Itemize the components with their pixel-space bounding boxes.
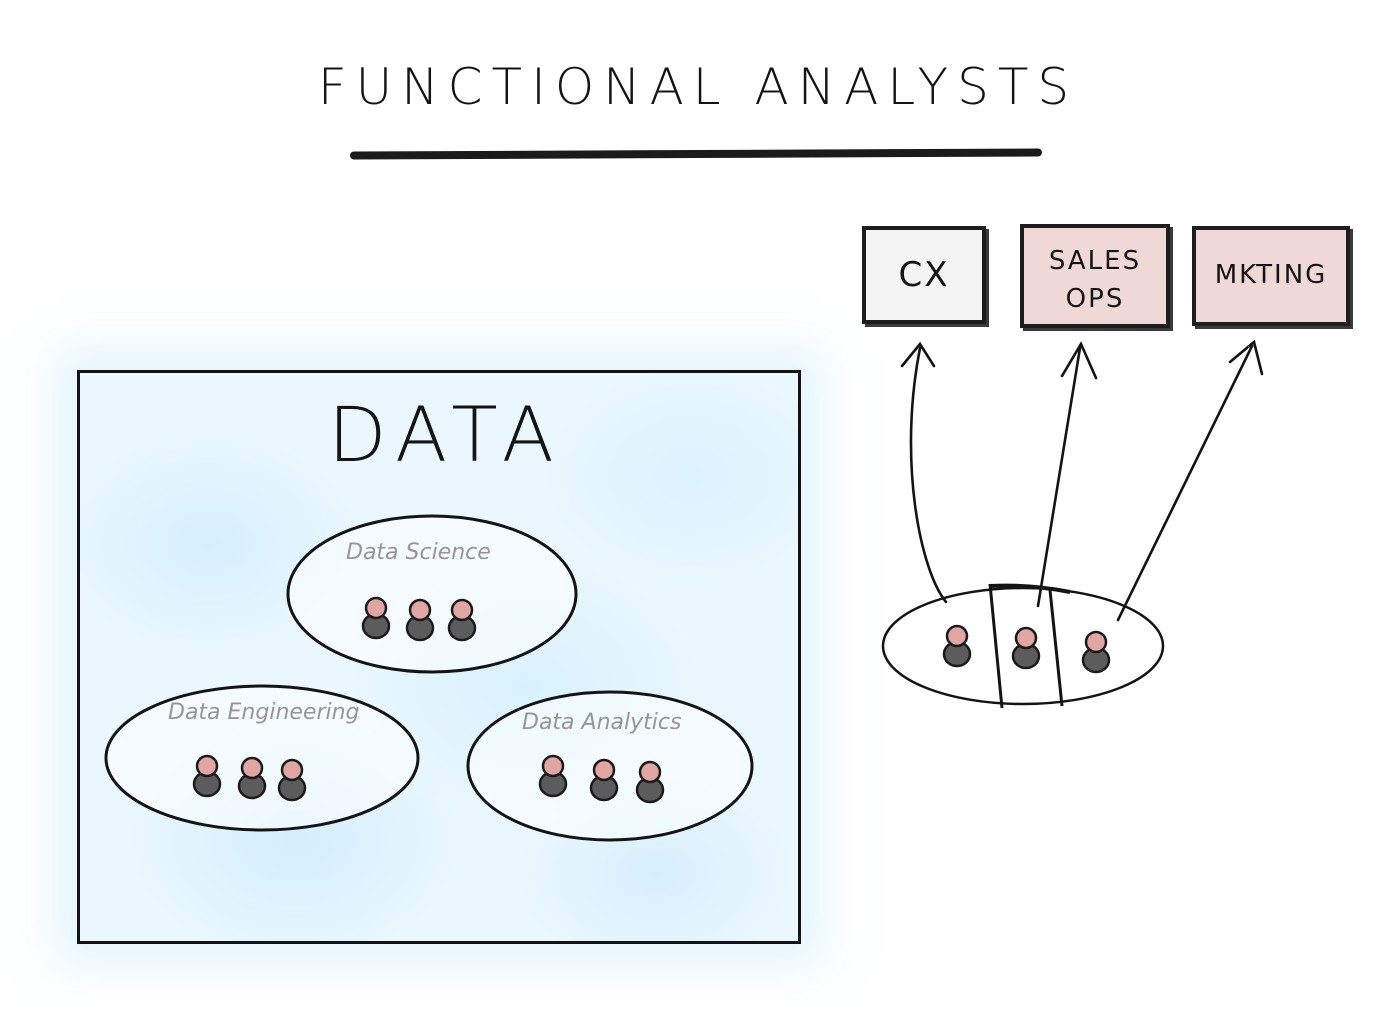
function-label-ops: OPS	[1065, 284, 1125, 314]
team-label-data-analytics: Data Analytics	[522, 710, 682, 735]
title-underline	[349, 148, 1043, 160]
function-label-cx: CX	[898, 255, 950, 295]
analyst-divider	[988, 583, 1004, 709]
arrow-to-sales-ops	[1036, 341, 1098, 608]
arrow-to-mkting	[1116, 339, 1264, 622]
person-icon	[1081, 630, 1111, 674]
arrow-to-cx	[900, 341, 948, 604]
function-label-sales: SALES	[1048, 246, 1142, 276]
team-label-data-science: Data Science	[346, 540, 491, 565]
person-icon	[1011, 626, 1041, 670]
team-label-data-engineering: Data Engineering	[168, 700, 360, 725]
data-panel-title: DATA	[328, 390, 564, 479]
analyst-group-ellipse	[881, 586, 1165, 706]
page-title: FUNCTIONAL ANALYSTS	[317, 58, 1079, 116]
function-box-sales-ops: SALES OPS	[1020, 224, 1170, 328]
analyst-top-edge	[989, 583, 1071, 594]
analyst-divider	[1048, 589, 1064, 707]
function-label-mkting: MKTING	[1214, 260, 1328, 290]
person-icon	[942, 624, 972, 668]
function-box-mkting: MKTING	[1192, 226, 1350, 326]
function-box-cx: CX	[862, 226, 986, 324]
